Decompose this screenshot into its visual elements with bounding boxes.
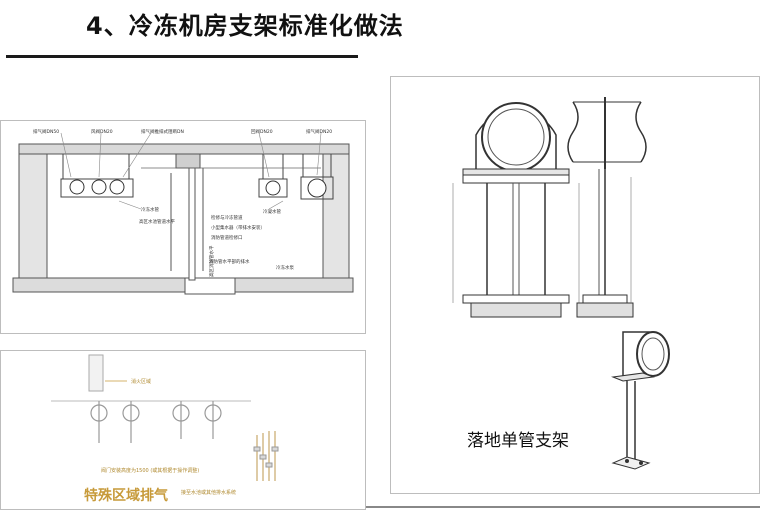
label-exhaust-valve-blocking: 排气阀推排式阻断DN	[141, 128, 184, 135]
floor-pipe-support-drawing	[390, 76, 760, 494]
label-fire-inspection-port: 消防管道检修口	[211, 234, 243, 241]
exhaust-top-label: 消火区域	[131, 378, 151, 385]
label-air-valve: 风阀DN20	[91, 128, 113, 135]
exhaust-note-drain: 接至水池或其他排水系统	[181, 489, 236, 496]
label-fire-drain: 消防管水平部的排水	[209, 258, 250, 265]
label-inspection: 检修与冷冻管道	[211, 214, 243, 221]
label-return-valve: 回阀DN20	[251, 128, 273, 135]
label-small-sump: 小型集水器（带排水安装）	[211, 224, 265, 231]
exhaust-svg: 消火区域 阀门安装高度为1500 (或其根据于操作调整) 接	[51, 354, 279, 496]
label-high-zone-fire: 高区消防管水平	[208, 245, 215, 277]
label-exhaust-valve-right: 排气阀DN20	[306, 128, 332, 135]
label-exhaust-valve-left: 排气阀DN50	[33, 128, 59, 135]
floor-support-caption: 落地单管支架	[467, 431, 569, 451]
plant-room-svg: 排气阀DN50 风阀DN20 排气阀推排式阻断DN 回阀DN20 排气阀DN20…	[12, 128, 354, 295]
plant-room-section-drawing: 排气阀DN50 风阀DN20 排气阀推排式阻断DN 回阀DN20 排气阀DN20…	[0, 120, 366, 334]
label-high-zone-pool: 高区水池管道水平	[139, 218, 175, 225]
special-zone-exhaust-drawing: 消火区域 阀门安装高度为1500 (或其根据于操作调整) 接	[0, 350, 366, 510]
bottom-rule	[366, 506, 760, 508]
special-zone-exhaust-caption: 特殊区域排气	[84, 488, 168, 504]
label-chilled-water-pipe: 冷冻水管	[141, 206, 159, 213]
label-chiller-pump: 冷冻水泵	[276, 264, 294, 271]
exhaust-note-valve-height: 阀门安装高度为1500 (或其根据于操作调整)	[101, 467, 199, 474]
pipe-support-svg	[452, 97, 670, 470]
title-underline	[6, 55, 358, 58]
label-condensate-pipe: 冷凝水管	[263, 208, 281, 215]
page-title: 4、冷冻机房支架标准化做法	[86, 12, 404, 40]
